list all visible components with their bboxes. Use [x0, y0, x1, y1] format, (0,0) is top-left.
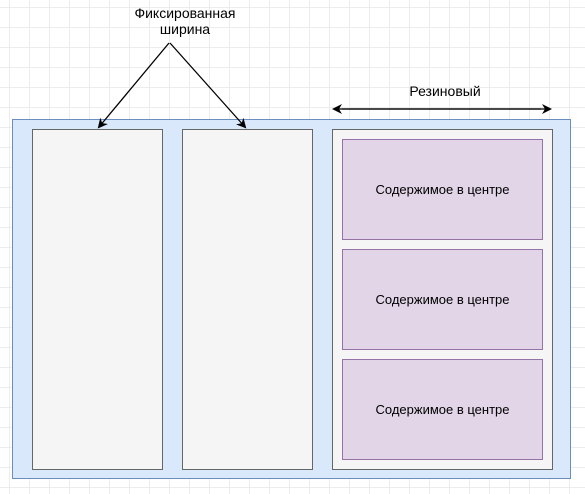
fixed-column-middle — [182, 129, 313, 470]
content-box: Содержимое в центре — [342, 249, 543, 350]
fluid-label: Резиновый — [409, 83, 481, 99]
fixed-width-label-line1: Фиксированная — [134, 5, 236, 21]
arrow-to-left-column — [97, 42, 170, 129]
fixed-column-left — [32, 129, 163, 470]
content-box: Содержимое в центре — [342, 359, 543, 460]
content-box: Содержимое в центре — [342, 139, 543, 240]
fixed-width-label: Фиксированная ширина — [100, 5, 270, 37]
arrow-to-middle-column — [169, 42, 247, 129]
fixed-width-label-line2: ширина — [159, 21, 211, 37]
